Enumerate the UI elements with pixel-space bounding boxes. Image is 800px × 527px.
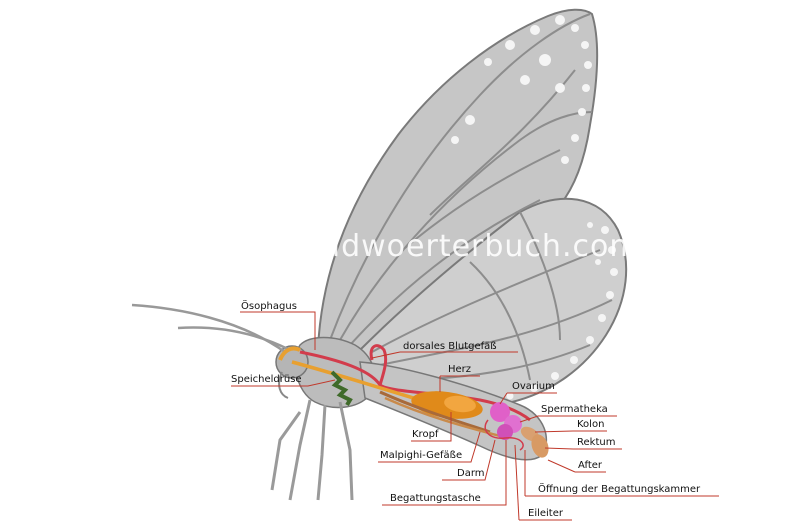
label-malpighi-gefaesse: Malpighi-Gefäße bbox=[380, 450, 462, 461]
label-darm: Darm bbox=[457, 468, 485, 479]
label-oeffnung-begattungskammer: Öffnung der Begattungskammer bbox=[538, 482, 701, 495]
label-herz: Herz bbox=[448, 364, 471, 375]
watermark: www.bildwoerterbuch.com bbox=[218, 229, 640, 264]
label-speicheldruese: Speicheldrüse bbox=[231, 374, 302, 385]
label-begattungstasche: Begattungstasche bbox=[390, 493, 481, 504]
legs bbox=[272, 400, 352, 500]
label-ovarium: Ovarium bbox=[512, 381, 555, 392]
label-after: After bbox=[578, 460, 603, 471]
label-dorsales-blutgefaess: dorsales Blutgefäß bbox=[403, 341, 497, 352]
label-rektum: Rektum bbox=[577, 437, 615, 448]
antenna bbox=[178, 328, 290, 350]
label-oesophagus: Ösophagus bbox=[241, 299, 297, 312]
label-kolon: Kolon bbox=[577, 419, 604, 430]
label-kropf: Kropf bbox=[412, 429, 439, 440]
label-eileiter: Eileiter bbox=[528, 508, 564, 519]
label-spermatheka: Spermatheka bbox=[541, 404, 608, 415]
